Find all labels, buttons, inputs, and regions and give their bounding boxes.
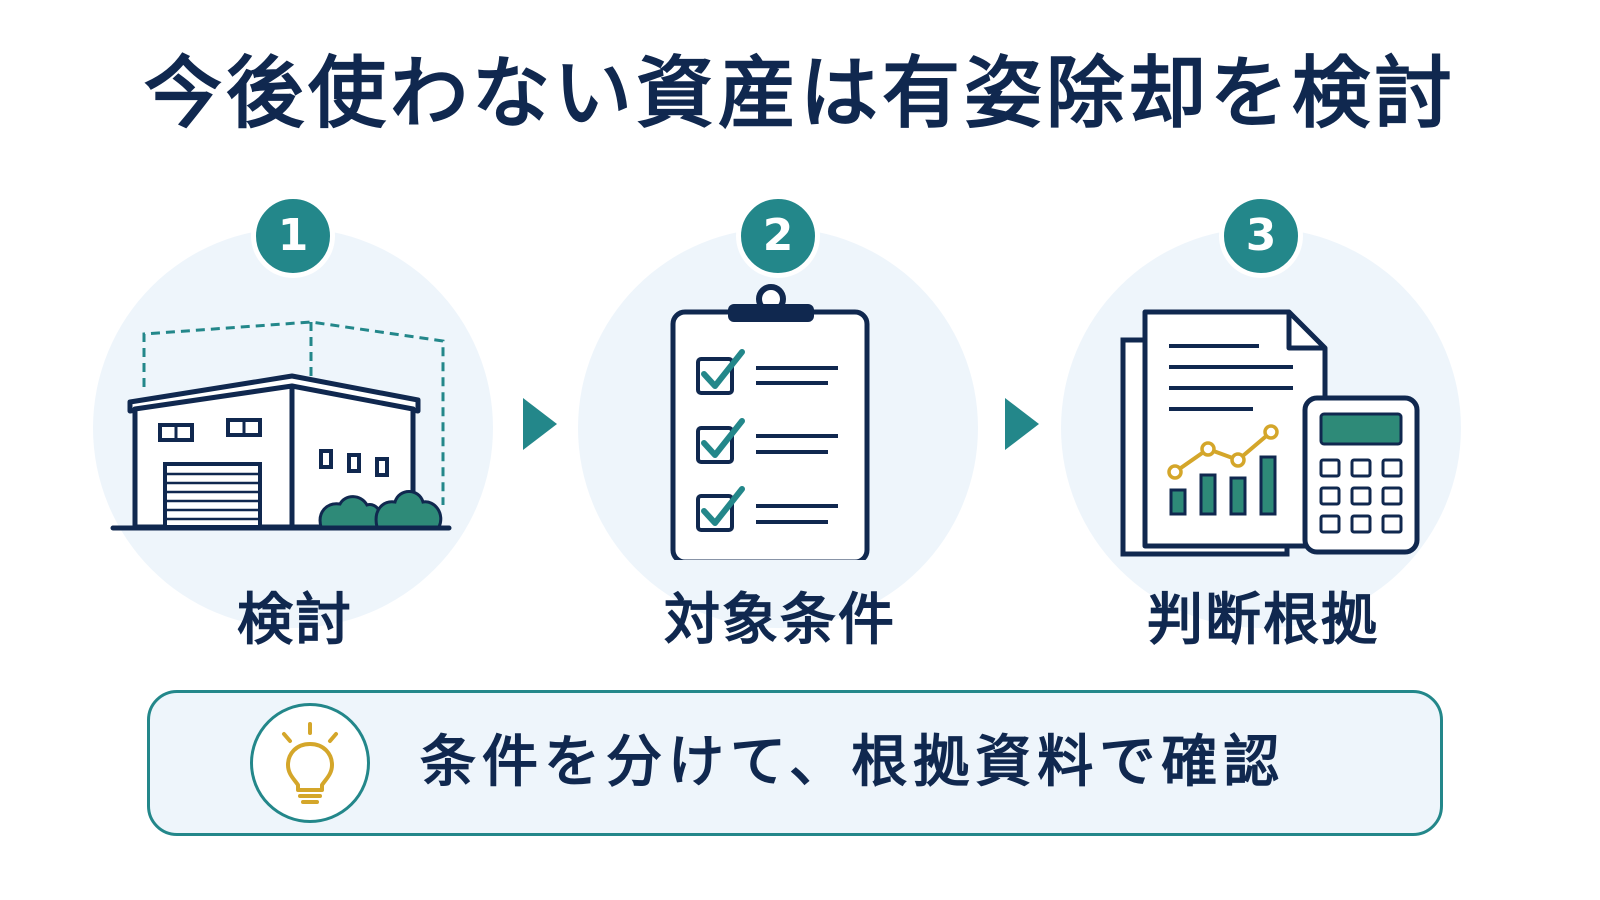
page-title: 今後使わない資産は有姿除却を検討 [143, 49, 1456, 139]
step-2-number-badge: 2 [736, 194, 820, 278]
chevron-right-icon [523, 398, 557, 450]
tip-icon-circle [250, 703, 370, 823]
lightbulb-icon [282, 722, 338, 804]
step-2: 2 対象条件 [570, 0, 990, 680]
clipboard-checklist-icon [670, 284, 870, 560]
step-3-label: 判断根拠 [1147, 588, 1379, 653]
chevron-right-icon [1005, 398, 1039, 450]
tip-text: 条件を分けて、根拠資料で確認 [420, 730, 1286, 795]
step-3: 3 判断根拠 [1053, 0, 1473, 680]
document-calculator-icon [1120, 309, 1420, 557]
tip-box: 条件を分けて、根拠資料で確認 [147, 690, 1443, 836]
step-1-number-badge: 1 [251, 194, 335, 278]
step-3-number-badge: 3 [1219, 194, 1303, 278]
step-1: 1 検討 [85, 0, 505, 680]
step-2-label: 対象条件 [664, 588, 896, 653]
step-1-label: 検討 [237, 588, 353, 653]
warehouse-icon [110, 320, 452, 531]
